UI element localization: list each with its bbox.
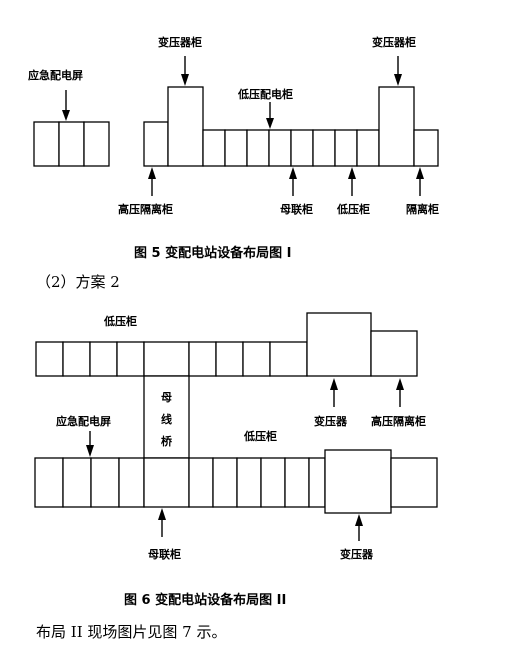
label-bus-bridge-char-1: 母	[161, 391, 172, 404]
label-transformer-top: 变压器	[314, 414, 348, 428]
isolation-cabinet	[413, 129, 439, 167]
bus-tie-cabinet	[143, 457, 190, 508]
lv-cabinet	[143, 341, 190, 377]
arrow-isolation-cabinet	[416, 167, 424, 196]
lv-cabinet	[356, 129, 380, 167]
lv-cabinet	[284, 457, 310, 508]
label-hv-isolation: 高压隔离柜	[118, 202, 173, 216]
arrow-hv-isolation	[148, 167, 156, 196]
lv-cabinet	[224, 129, 248, 167]
figure-5-caption: 图 5 变配电站设备布局图 I	[134, 245, 291, 261]
label-lv-cabinet: 低压柜	[336, 202, 370, 216]
bus-tie-cabinet	[290, 129, 314, 167]
lv-cabinet	[334, 129, 358, 167]
hv-isolation-cabinet	[143, 121, 169, 167]
arrow-hv-isolation	[396, 378, 404, 407]
emergency-cabinet	[33, 121, 60, 167]
lv-cabinet	[116, 341, 145, 377]
figure-6-caption: 图 6 变配电站设备布局图 II	[124, 592, 286, 608]
label-isolation-cabinet: 隔离柜	[406, 202, 439, 216]
arrow-emergency	[86, 431, 94, 457]
label-bus-tie: 母联柜	[280, 202, 313, 216]
transformer	[306, 312, 372, 377]
figure-6: 低压柜 变压器 高压隔离柜 母 线 桥 应急配电屏 低压柜 母联柜 变压器	[34, 312, 438, 608]
label-hv-isolation: 高压隔离柜	[371, 414, 426, 428]
label-lv-cabinet-top: 低压柜	[103, 314, 137, 328]
transformer-cabinet	[167, 86, 204, 167]
emergency-cabinet	[83, 121, 110, 167]
lv-cabinet	[62, 341, 91, 377]
arrow-bus-tie	[158, 508, 166, 537]
lv-cabinet	[242, 341, 271, 377]
label-transformer-cabinet-right: 变压器柜	[372, 35, 416, 49]
arrow-lv-cabinet	[348, 167, 356, 196]
lv-cabinet	[34, 457, 64, 508]
label-lv-cabinet-mid: 低压柜	[243, 429, 277, 443]
label-bus-tie: 母联柜	[148, 547, 181, 561]
label-lv-distribution: 低压配电柜	[237, 87, 293, 101]
arrow-emergency	[62, 90, 70, 121]
transformer	[324, 449, 392, 514]
lv-cabinet	[246, 129, 270, 167]
arrow-transformer-bottom	[355, 514, 363, 541]
lv-cabinet	[260, 457, 286, 508]
transformer-cabinet	[378, 86, 415, 167]
lv-cabinet	[269, 341, 308, 377]
lv-cabinet	[202, 129, 226, 167]
bus-bridge	[143, 375, 190, 459]
lv-cabinet	[188, 457, 214, 508]
figure-5: 应急配电屏 变压器柜 变压器柜 低压配电柜 高压隔离柜 母联柜 低压柜 隔离柜	[28, 35, 439, 261]
arrow-transformer-left	[181, 56, 189, 86]
arrow-transformer-right	[394, 56, 402, 86]
label-transformer-cabinet-left: 变压器柜	[158, 35, 202, 49]
hv-cabinet	[390, 457, 438, 508]
hv-isolation-cabinet	[370, 330, 418, 377]
body-text: 布局 II 现场图片见图 7 示。	[36, 623, 226, 641]
lv-cabinet	[118, 457, 145, 508]
label-bus-bridge-char-2: 线	[161, 412, 172, 426]
label-transformer-bottom: 变压器	[340, 547, 374, 561]
emergency-cabinet	[62, 457, 92, 508]
arrow-transformer-top	[330, 378, 338, 407]
arrow-bus-tie	[289, 167, 297, 196]
lv-cabinet	[212, 457, 238, 508]
lv-cabinet	[188, 341, 217, 377]
lv-cabinet	[268, 129, 292, 167]
lv-cabinet	[89, 341, 118, 377]
emergency-cabinet	[58, 121, 85, 167]
lv-cabinet	[308, 457, 326, 508]
section-heading: （2）方案 2	[36, 273, 120, 291]
lv-cabinet	[35, 341, 64, 377]
lv-cabinet	[215, 341, 244, 377]
label-bus-bridge-char-3: 桥	[161, 434, 173, 448]
arrow-lv-distribution	[266, 102, 274, 129]
label-emergency-panel: 应急配电屏	[56, 414, 111, 428]
lv-cabinet	[236, 457, 262, 508]
lv-cabinet	[90, 457, 120, 508]
lv-cabinet	[312, 129, 336, 167]
label-emergency-panel: 应急配电屏	[28, 68, 83, 82]
